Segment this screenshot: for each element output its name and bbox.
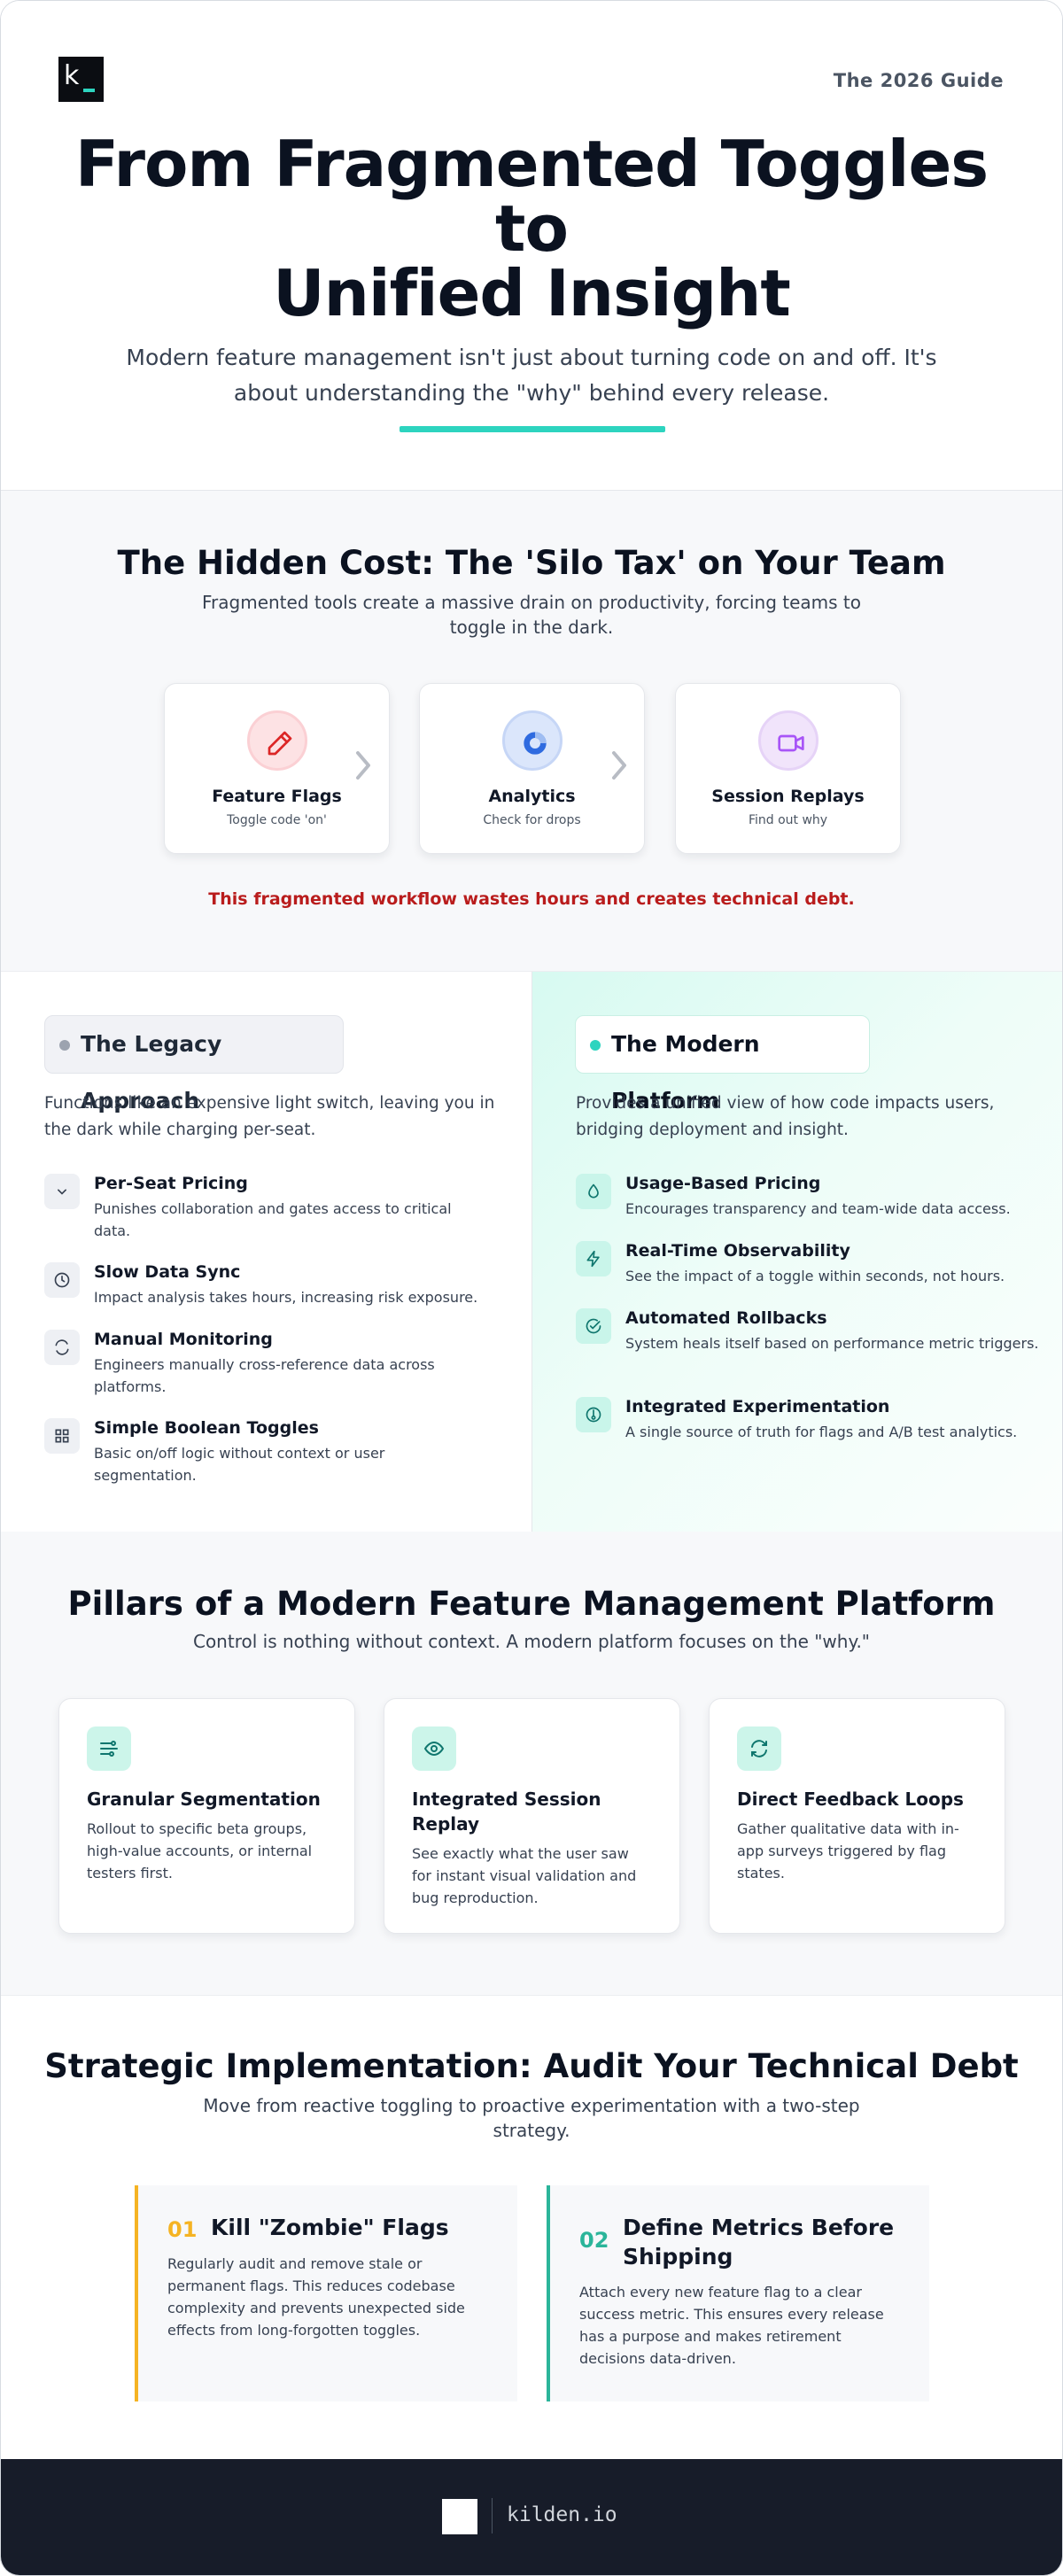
modern-item-desc: System heals itself based on performance… [625, 1335, 1039, 1352]
pillar-title: Granular Segmentation [87, 1788, 321, 1810]
pillar-desc: Gather qualitative data with in-app surv… [737, 1820, 959, 1882]
modern-item-title: Automated Rollbacks [625, 1308, 827, 1328]
legacy-item-desc: Engineers manually cross-reference data … [94, 1356, 435, 1395]
footer: kilden.io [1, 2459, 1062, 2575]
pillar-card-session-replay: Integrated Session Replay See exactly wh… [384, 1698, 680, 1934]
modern-intro: Provides a unified view of how code impa… [576, 1094, 995, 1139]
pillars-section: Pillars of a Modern Feature Management P… [1, 1532, 1062, 1996]
footer-domain-link[interactable]: kilden.io [507, 2503, 617, 2526]
pillar-card-segmentation: Granular Segmentation Rollout to specifi… [58, 1698, 355, 1934]
legacy-label-text: The Legacy Approach [81, 1031, 222, 1113]
modern-item-title: Integrated Experimentation [625, 1397, 890, 1416]
modern-column: The Modern Platform Provides a unified v… [532, 972, 1062, 1532]
hidden-cost-subtitle: Fragmented tools create a massive drain … [201, 592, 861, 638]
legacy-item-title: Manual Monitoring [94, 1330, 273, 1349]
comparison-section: The Legacy Approach Functions like an ex… [1, 972, 1062, 1532]
legacy-dot [59, 1040, 70, 1051]
footer-logo-square [442, 2499, 477, 2534]
modern-label-text: The Modern Platform [611, 1031, 760, 1113]
step-number: 01 [167, 2217, 198, 2242]
fragmented-warning: This fragmented workflow wastes hours an… [208, 889, 855, 909]
filter-lines-icon [87, 1726, 131, 1771]
hidden-cost-title: The Hidden Cost: The 'Silo Tax' on Your … [117, 544, 946, 582]
legacy-item-desc: Impact analysis takes hours, increasing … [94, 1289, 478, 1306]
legacy-item-title: Per-Seat Pricing [94, 1174, 248, 1193]
strategy-section: Strategic Implementation: Audit Your Tec… [1, 1996, 1062, 2459]
tool-card-feature-flags: Feature Flags Toggle code 'on' [164, 683, 390, 854]
flask-icon [576, 1397, 611, 1432]
hidden-cost-section: The Hidden Cost: The 'Silo Tax' on Your … [1, 491, 1062, 972]
grid-icon [44, 1418, 80, 1454]
hero-title: From Fragmented Toggles to Unified Insig… [54, 132, 1009, 326]
chart-ring-icon [502, 710, 563, 771]
legacy-intro: Functions like an expensive light switch… [44, 1094, 495, 1139]
modern-item-desc: See the impact of a toggle within second… [625, 1268, 1005, 1284]
tool-desc: Check for drops [483, 813, 581, 827]
pillar-card-feedback-loops: Direct Feedback Loops Gather qualitative… [709, 1698, 1005, 1934]
step-title: Define Metrics Before Shipping [623, 2215, 895, 2270]
chevron-right-icon [612, 751, 626, 780]
legacy-label: The Legacy Approach [44, 1015, 344, 1113]
tool-card-analytics: Analytics Check for drops [419, 683, 645, 854]
eye-icon [412, 1726, 456, 1771]
pillar-title: Integrated Session Replay [412, 1788, 601, 1835]
pillar-desc: See exactly what the user saw for instan… [412, 1845, 637, 1906]
modern-item-title: Usage-Based Pricing [625, 1174, 821, 1193]
strategy-subtitle: Move from reactive toggling to proactive… [203, 2095, 860, 2141]
strategy-step-1: 01 Kill "Zombie" Flags Regularly audit a… [135, 2185, 517, 2401]
logo-cursor-bar [83, 89, 95, 92]
step-title: Kill "Zombie" Flags [211, 2215, 449, 2240]
legacy-item-desc: Punishes collaboration and gates access … [94, 1200, 452, 1239]
check-circle-icon [576, 1308, 611, 1344]
tool-desc: Toggle code 'on' [227, 813, 327, 827]
hero-accent-line [400, 426, 665, 432]
tool-card-session-replays: Session Replays Find out why [675, 683, 901, 854]
tool-name: Analytics [488, 787, 576, 806]
hero-title-line-2: to [495, 191, 569, 266]
guide-label: The 2026 Guide [833, 70, 1004, 91]
pillars-title: Pillars of a Modern Feature Management P… [67, 1585, 996, 1623]
refresh-icon [44, 1330, 80, 1365]
hero-title-line-1: From Fragmented Toggles [74, 127, 989, 201]
legacy-column: The Legacy Approach Functions like an ex… [1, 972, 532, 1532]
legacy-item-desc: Basic on/off logic without context or us… [94, 1445, 385, 1484]
legacy-item-title: Simple Boolean Toggles [94, 1418, 319, 1438]
modern-label: The Modern Platform [575, 1015, 870, 1113]
tool-desc: Find out why [748, 813, 828, 827]
modern-dot [590, 1040, 601, 1051]
step-desc: Attach every new feature flag to a clear… [579, 2284, 884, 2367]
bolt-icon [576, 1241, 611, 1276]
step-desc: Regularly audit and remove stale or perm… [167, 2255, 465, 2339]
tool-name: Session Replays [711, 787, 865, 806]
hero-title-line-3: Unified Insight [273, 256, 791, 330]
hero-section: k The 2026 Guide From Fragmented Toggles… [1, 1, 1062, 491]
hero-subtitle: Modern feature management isn't just abo… [126, 345, 937, 406]
strategy-title: Strategic Implementation: Audit Your Tec… [44, 2047, 1019, 2085]
step-number: 02 [579, 2228, 609, 2253]
droplet-icon [576, 1174, 611, 1209]
kilden-logo[interactable]: k [58, 57, 104, 102]
chevron-right-icon [356, 751, 370, 780]
modern-item-title: Real-Time Observability [625, 1241, 850, 1261]
logo-letter: k [64, 60, 80, 91]
pillar-desc: Rollout to specific beta groups, high-va… [87, 1820, 313, 1882]
pillars-subtitle: Control is nothing without context. A mo… [192, 1631, 870, 1652]
clock-icon [44, 1262, 80, 1298]
refresh-icon [737, 1726, 781, 1771]
legacy-item-title: Slow Data Sync [94, 1262, 241, 1282]
video-icon [758, 710, 819, 771]
strategy-step-2: 02 Define Metrics Before Shipping Attach… [547, 2185, 929, 2401]
modern-item-desc: A single source of truth for flags and A… [625, 1424, 1018, 1440]
chevron-down-icon [44, 1174, 80, 1209]
pencil-icon [247, 710, 307, 771]
footer-divider [492, 2498, 493, 2533]
pillar-title: Direct Feedback Loops [737, 1788, 964, 1810]
modern-item-desc: Encourages transparency and team-wide da… [625, 1200, 1011, 1217]
tool-name: Feature Flags [212, 787, 342, 806]
